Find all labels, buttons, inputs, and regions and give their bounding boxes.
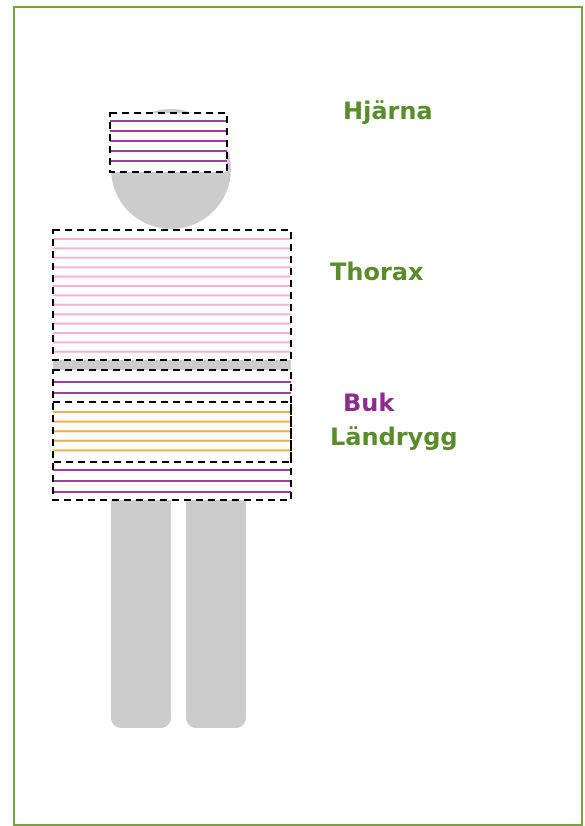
thorax-region-border	[52, 229, 292, 361]
brain-region-border	[109, 112, 228, 173]
brain-label: Hjärna	[343, 97, 433, 125]
region-borders	[52, 112, 292, 501]
abdomen-label: Buk	[343, 389, 395, 417]
thorax-label: Thorax	[330, 258, 424, 286]
lumbar-region-border	[52, 401, 292, 463]
lumbar-label: Ländrygg	[330, 423, 458, 451]
brain-scan-lines	[110, 120, 227, 162]
lumbar-scan-lines	[53, 411, 291, 452]
thorax-scan-lines	[53, 238, 291, 353]
right-leg-shape	[186, 480, 246, 728]
abdomen-scan-lines	[53, 381, 291, 493]
left-leg-shape	[111, 480, 171, 728]
